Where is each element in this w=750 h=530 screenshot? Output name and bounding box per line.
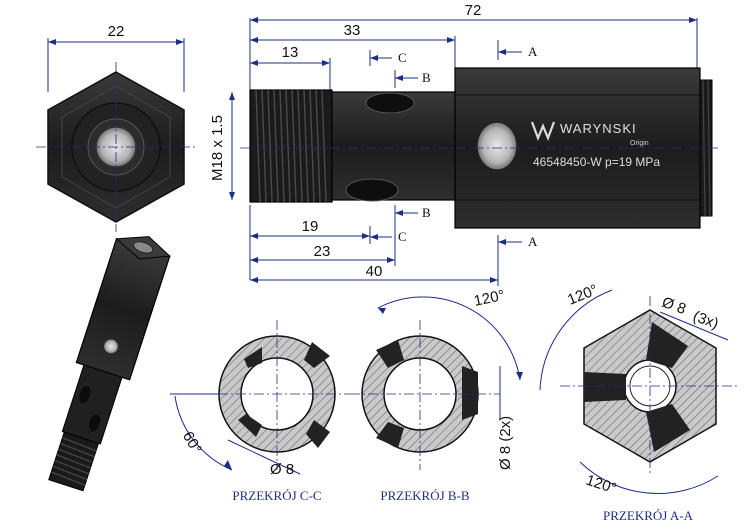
section-cc-title: PRZEKRÓJ C-C [232, 488, 321, 503]
aa-angle-bottom: 120° [584, 472, 619, 498]
cut-label-b-bottom: B [422, 205, 431, 220]
cross-hole-bottom [345, 178, 399, 202]
bb-angle-label: 120° [472, 287, 506, 310]
brand-logo: WARYNSKI Origin [530, 121, 649, 147]
cut-label-b-top: B [422, 70, 431, 85]
cc-angle-label: 60° [179, 429, 205, 457]
dim-23-label: 23 [314, 243, 331, 260]
side-port [476, 121, 518, 171]
cut-label-a-top: A [528, 44, 538, 59]
section-b-b: 120° Ø 8 (2x) PRZEKRÓJ B-B [350, 287, 523, 503]
side-view: 72 33 13 M18 x 1.5 [209, 2, 720, 286]
dim-13-label: 13 [282, 44, 299, 61]
aa-count-label: (3x) [691, 308, 721, 333]
brand-name: WARYNSKI [560, 121, 637, 136]
aa-hole-label: Ø 8 [660, 294, 689, 318]
cc-hole-label: Ø 8 [270, 461, 294, 478]
aa-port-top [646, 322, 688, 368]
cut-label-c-bottom: C [398, 229, 407, 244]
dim-22-label: 22 [108, 23, 125, 40]
thread-label: M18 x 1.5 [209, 115, 226, 181]
aa-port-bottom [646, 404, 690, 452]
bb-hole-label: Ø 8 (2x) [497, 416, 514, 470]
section-aa-title: PRZEKRÓJ A-A [603, 508, 694, 523]
logo-icon [530, 121, 556, 141]
part-marking: 46548450-W p=19 MPa [533, 155, 660, 169]
dim-72-label: 72 [465, 2, 482, 19]
section-a-a: 120° 120° Ø 8 (3x) PRZEKRÓJ A-A [539, 281, 740, 523]
section-c-c: 60° Ø 8 PRZEKRÓJ C-C [170, 320, 350, 503]
section-bb-title: PRZEKRÓJ B-B [380, 488, 470, 503]
isometric-view [48, 236, 171, 492]
dim-19-label: 19 [302, 218, 319, 235]
dim-33-label: 33 [344, 22, 361, 39]
cut-label-a-bottom: A [528, 234, 538, 249]
brand-sub: Origin [630, 140, 649, 147]
aa-port-left [584, 372, 626, 402]
cross-hole-top [365, 92, 415, 114]
aa-angle-top: 120° [565, 281, 600, 308]
dim-40-label: 40 [366, 263, 383, 280]
cut-label-c-top: C [398, 50, 407, 65]
top-view: 22 [36, 23, 196, 232]
